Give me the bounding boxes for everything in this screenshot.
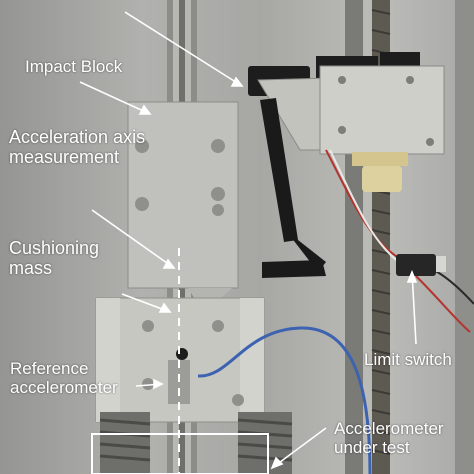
top-left-arrow (124, 11, 243, 87)
cushioning-mass-label-line1: Cushioning (9, 238, 100, 258)
cushioning-mass-label-line2: mass (9, 258, 53, 279)
accelerometer-under-test-label: Accelerometer under test (334, 419, 444, 457)
release-arm (260, 98, 326, 278)
acceleration-axis-label-line1: Acceleration axis (9, 127, 146, 147)
reference-accelerometer-label-line1: Reference (10, 359, 89, 378)
cushioning-mass-label: Cushioning mass (9, 238, 99, 278)
reference-accelerometer-label-line2: accelerometer (10, 378, 118, 398)
accelerometer-under-test-label-line1: Accelerometer (334, 419, 444, 438)
annotation-arrows (79, 11, 418, 470)
accelerometer-under-test-label-line2: under test (334, 438, 410, 458)
impact-block-arrow (79, 81, 151, 115)
limit-switch (396, 254, 446, 276)
reference-accelerometer-label: Reference accelerometer (10, 359, 118, 397)
axis-arrow (91, 209, 175, 269)
acceleration-axis-label-line2: measurement (9, 147, 120, 168)
acceleration-axis-label: Acceleration axis measurement (9, 127, 145, 167)
limit-switch-arrow (411, 271, 417, 345)
impact-block-label: Impact Block (25, 57, 123, 76)
motor-bracket (257, 65, 445, 192)
springs (91, 412, 293, 474)
limit-switch-label: Limit switch (364, 350, 452, 369)
under-test-arrow (271, 427, 327, 469)
